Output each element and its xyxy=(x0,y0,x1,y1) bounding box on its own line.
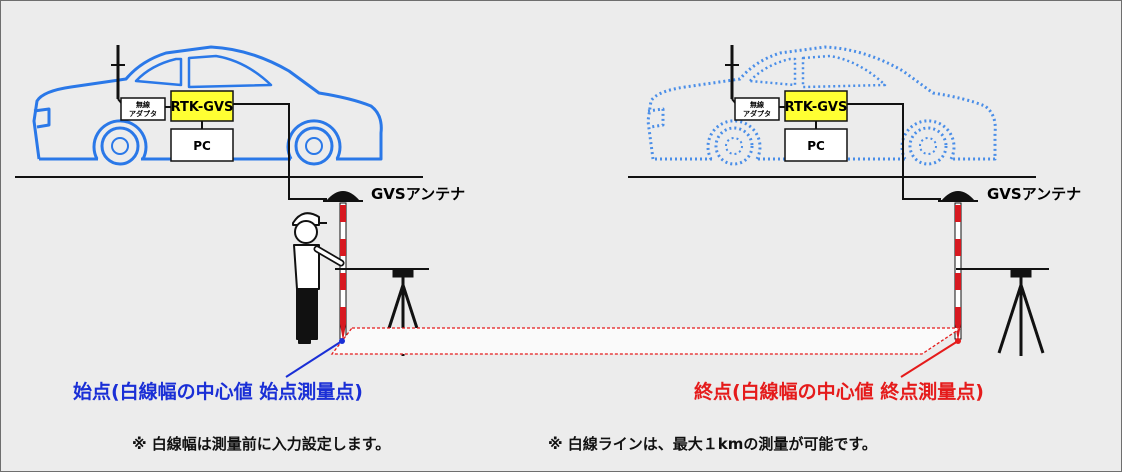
pc-label: PC xyxy=(193,139,211,153)
adapter-label-1: 無線 xyxy=(750,100,764,109)
adapter-label-2: アダプタ xyxy=(743,109,771,118)
gvs-antenna-label-right: GVSアンテナ xyxy=(987,185,1081,203)
rtk-gvs-label: RTK-GVS xyxy=(785,100,848,115)
surveyor-person-icon xyxy=(292,212,345,344)
start-point-marker xyxy=(339,338,345,344)
equipment-right: 無線 アダプタ RTK-GVS PC GVSアンテナ xyxy=(725,45,1081,356)
white-line-marking xyxy=(330,327,964,355)
antenna-cable-left xyxy=(233,103,327,200)
antenna-cable-right xyxy=(847,103,941,200)
gvs-antenna-dome-icon xyxy=(326,191,360,201)
end-point-leader xyxy=(900,340,959,378)
adapter-box xyxy=(734,97,780,121)
note-width-setting: ※ 白線幅は測量前に入力設定します。 xyxy=(132,435,391,453)
adapter-label-1: 無線 xyxy=(136,100,150,109)
equipment-left: 無線 アダプタ RTK-GVS PC GVSアンテナ xyxy=(111,45,465,356)
gvs-antenna-label-left: GVSアンテナ xyxy=(371,185,465,203)
car-right-icon xyxy=(646,45,997,166)
car-left-icon xyxy=(32,45,383,166)
rtk-gvs-box xyxy=(170,90,234,122)
start-point-label: 始点(白線幅の中心値 始点測量点) xyxy=(73,381,363,403)
note-max-distance: ※ 白線ラインは、最大１kmの測量が可能です。 xyxy=(548,435,877,453)
pc-box xyxy=(784,128,848,162)
end-point-marker xyxy=(955,338,961,344)
adapter-box xyxy=(120,97,166,121)
tripod-right-icon xyxy=(956,268,1049,356)
gvs-antenna-dome-icon xyxy=(941,191,975,201)
pc-box xyxy=(170,128,234,162)
adapter-label-2: アダプタ xyxy=(129,109,157,118)
pc-label: PC xyxy=(807,139,825,153)
rtk-gvs-label: RTK-GVS xyxy=(171,100,234,115)
start-point-leader xyxy=(285,340,343,378)
end-point-label: 終点(白線幅の中心値 終点測量点) xyxy=(694,381,984,403)
